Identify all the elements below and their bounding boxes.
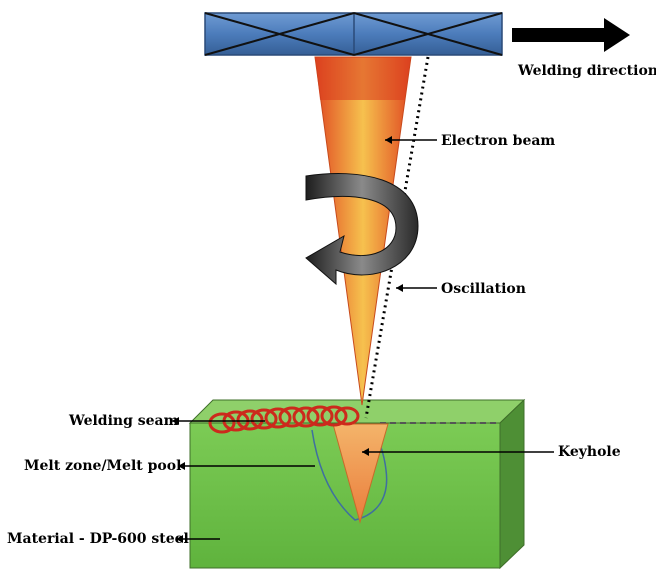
oscillation-arrow bbox=[305, 173, 419, 286]
oscillation-path bbox=[364, 56, 430, 419]
oscillation-label: Oscillation bbox=[441, 281, 526, 297]
keyhole-shape bbox=[332, 423, 389, 524]
melt-pool-outline bbox=[311, 427, 388, 521]
electron-gun bbox=[204, 12, 503, 56]
welding-direction-arrow bbox=[512, 18, 630, 52]
welding-direction-label: Welding direction bbox=[518, 63, 656, 79]
block-side-face bbox=[499, 398, 525, 570]
electron-beam-label: Electron beam bbox=[441, 133, 556, 149]
melt-zone-label: Melt zone/Melt pool bbox=[24, 458, 182, 474]
material-label: Material - DP-600 steel bbox=[7, 531, 189, 547]
keyhole-label: Keyhole bbox=[558, 444, 621, 460]
material-block bbox=[188, 398, 526, 570]
welding-seam-label: Welding seam bbox=[69, 413, 179, 429]
